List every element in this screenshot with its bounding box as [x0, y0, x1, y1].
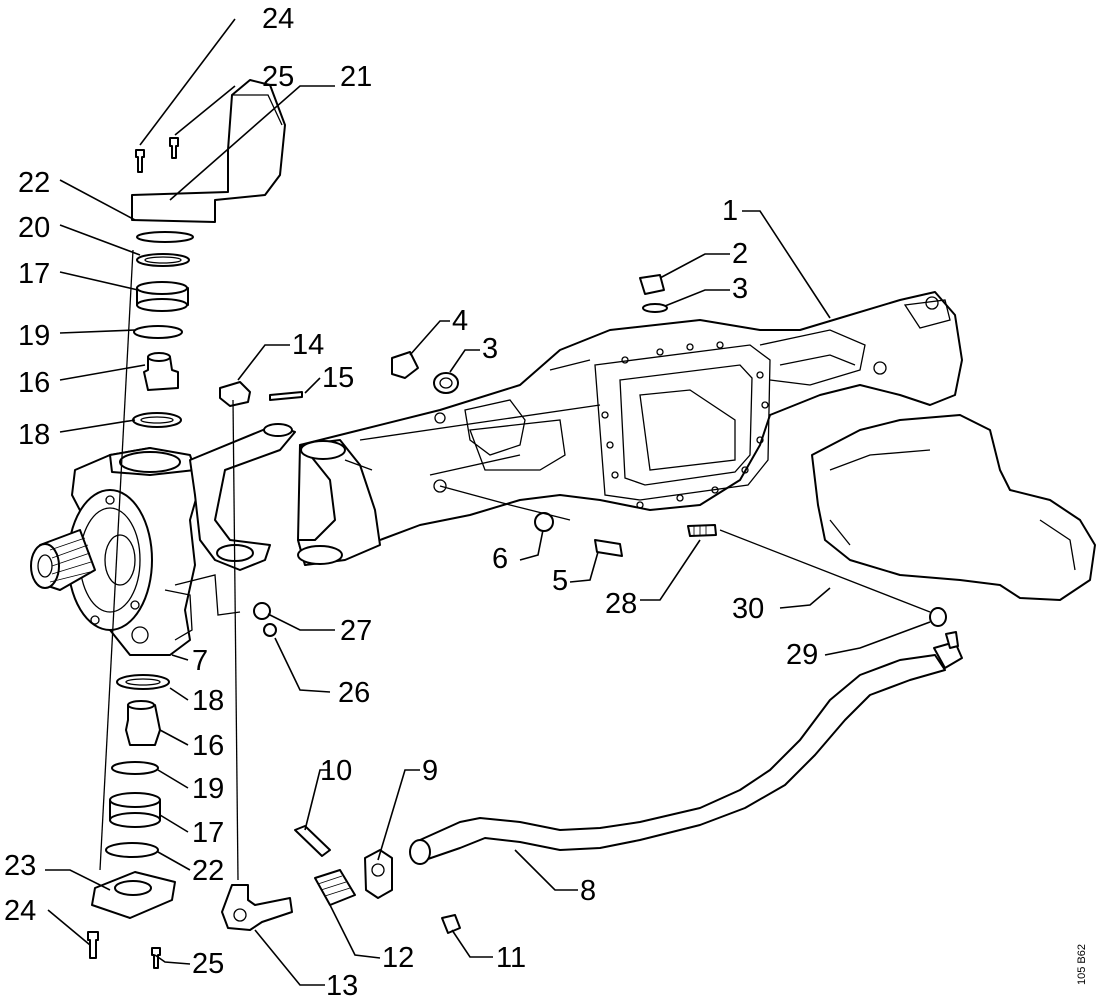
callout-24-bottom: 24 — [4, 895, 36, 927]
upper-cap-21 — [131, 79, 286, 223]
callout-25-bottom: 25 — [192, 948, 224, 980]
callout-21: 21 — [340, 61, 372, 93]
callout-labels: 24 25 21 22 20 17 19 16 18 14 15 4 3 2 3… — [4, 3, 818, 1002]
lower-kingpin-stack — [87, 674, 176, 969]
callout-4: 4 — [452, 305, 468, 337]
callout-1: 1 — [722, 195, 738, 227]
callout-16-top: 16 — [18, 367, 50, 399]
callout-20: 20 — [18, 212, 50, 244]
leader-lines — [45, 18, 931, 986]
upper-screws — [135, 137, 179, 173]
callout-24-top: 24 — [262, 3, 294, 35]
callout-17-bottom: 17 — [192, 817, 224, 849]
small-nuts — [253, 602, 277, 637]
axle-housing — [297, 291, 963, 566]
callout-19-bottom: 19 — [192, 773, 224, 805]
tie-rod — [409, 631, 963, 865]
callout-30: 30 — [732, 593, 764, 625]
callout-18-top: 18 — [18, 419, 50, 451]
callout-2: 2 — [732, 238, 748, 270]
axle-yoke — [297, 439, 381, 566]
callout-3-right: 3 — [732, 273, 748, 305]
callout-12: 12 — [382, 942, 414, 974]
shim-19-upper — [133, 325, 183, 339]
ring-20 — [136, 253, 190, 267]
callout-17-top: 17 — [18, 258, 50, 290]
callout-23: 23 — [4, 850, 36, 882]
callout-16-bottom: 16 — [192, 730, 224, 762]
callout-26: 26 — [338, 677, 370, 709]
tie-rod-clamp — [294, 825, 461, 934]
assembly-axis-lines — [99, 249, 931, 881]
shim-19-lower — [111, 761, 159, 775]
callout-25-top: 25 — [262, 61, 294, 93]
callout-7: 7 — [192, 645, 208, 677]
callout-19-top: 19 — [18, 320, 50, 352]
callout-10: 10 — [320, 755, 352, 787]
guide-line — [174, 574, 241, 616]
upper-plugs — [391, 274, 668, 394]
ball-joint — [221, 884, 293, 931]
upper-kingpin-stack — [131, 79, 286, 428]
drawing-code: 105 B62 — [1076, 944, 1088, 985]
bushing-and-screw — [219, 381, 303, 407]
callout-11: 11 — [496, 942, 526, 974]
side-fasteners — [534, 512, 947, 627]
callout-3-left: 3 — [482, 333, 498, 365]
callout-14: 14 — [292, 329, 324, 361]
steering-knuckle — [67, 423, 296, 656]
threaded-adjuster — [314, 869, 356, 906]
differential-unit — [811, 414, 1096, 601]
callout-28: 28 — [605, 588, 637, 620]
splined-shaft — [30, 529, 96, 591]
callout-13: 13 — [326, 970, 358, 1002]
callout-27: 27 — [340, 615, 372, 647]
kingpin-16-upper — [143, 356, 179, 391]
seal-18-lower — [116, 674, 170, 690]
callout-22-top: 22 — [18, 167, 50, 199]
callout-22-bottom: 22 — [192, 855, 224, 887]
seal-18-upper — [132, 412, 182, 428]
callout-15: 15 — [322, 362, 354, 394]
callout-29: 29 — [786, 639, 818, 671]
callout-9: 9 — [422, 755, 438, 787]
kingpin-16-lower — [125, 704, 161, 746]
callout-5: 5 — [552, 565, 568, 597]
seal-22-upper — [136, 231, 194, 243]
callout-18-bottom: 18 — [192, 685, 224, 717]
callout-6: 6 — [492, 543, 508, 575]
seal-22-lower — [105, 842, 159, 858]
callout-8: 8 — [580, 875, 596, 907]
